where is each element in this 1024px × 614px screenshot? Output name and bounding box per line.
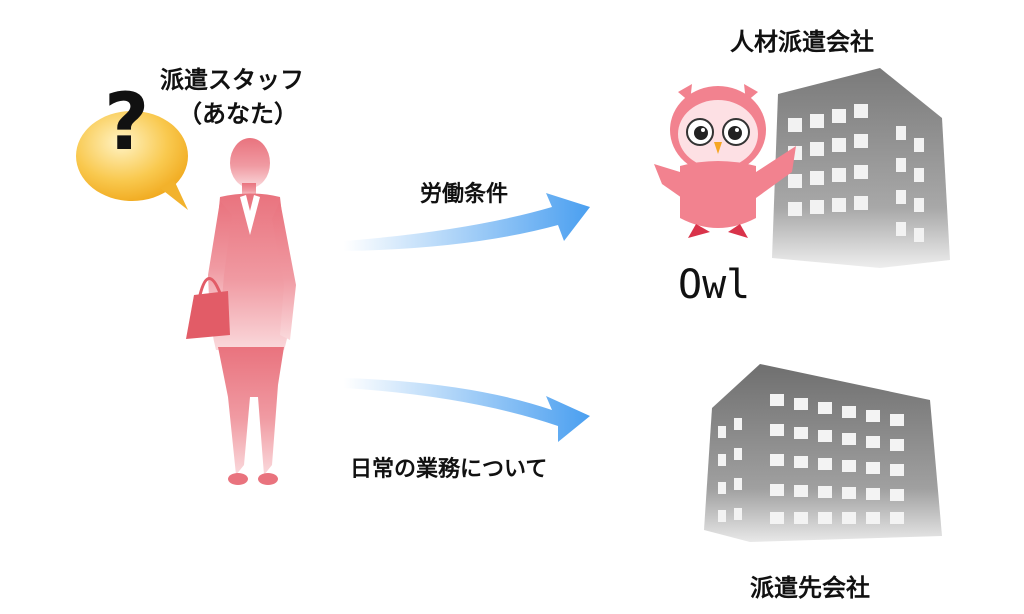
owl-mascot-icon: [654, 84, 796, 238]
staff-title: 派遣スタッフ: [160, 66, 304, 94]
question-mark: ?: [104, 78, 150, 168]
upper-arrow-label: 労働条件: [420, 182, 509, 207]
question-bubble-icon: [76, 111, 188, 210]
upper-arrow: [344, 193, 590, 251]
staff-person-icon: [186, 138, 296, 485]
agency-label: 人材派遣会社: [730, 28, 874, 56]
client-building-icon: [704, 364, 942, 542]
lower-arrow: [344, 378, 590, 442]
agency-building-icon: [772, 68, 950, 268]
staff-subtitle: （あなた）: [178, 100, 298, 128]
client-label: 派遣先会社: [750, 574, 870, 602]
owl-logo-text: Owl: [678, 262, 751, 308]
lower-arrow-label: 日常の業務について: [350, 457, 548, 482]
